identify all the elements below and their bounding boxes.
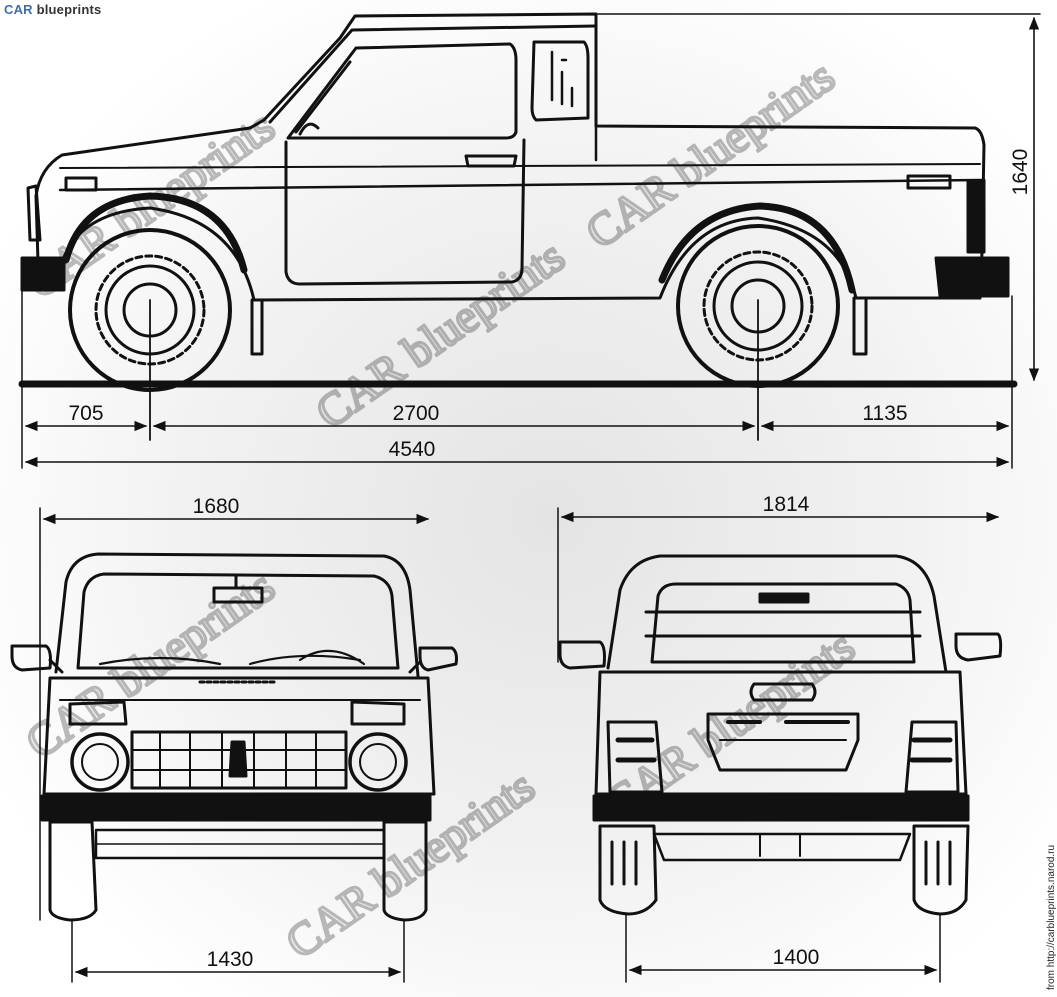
- right-turn-light: [350, 700, 406, 726]
- right-headlight-inner: [359, 743, 397, 781]
- rear-underbody: [652, 832, 912, 862]
- front-body: [42, 676, 436, 796]
- rear-left-mirror: [558, 640, 606, 670]
- front-marker: [64, 176, 98, 192]
- tailgate-handle: [749, 682, 817, 702]
- dim-rear-track: 1400: [773, 946, 820, 969]
- front-bumper-front: [40, 794, 432, 822]
- window-guard-bars: [644, 610, 922, 638]
- third-brake-light: [758, 592, 810, 604]
- right-mirror-arm: [408, 660, 422, 674]
- dim-overall-length: 4540: [389, 438, 436, 461]
- dim-wheelbase: 2700: [393, 402, 440, 425]
- dim-rear-width: 1814: [763, 493, 810, 516]
- dim-height: 1640: [1009, 149, 1032, 196]
- side-mirror: [298, 122, 320, 136]
- roof-line: [268, 24, 598, 124]
- rear-right-mirror: [954, 632, 1003, 662]
- a-pillar: [294, 60, 352, 134]
- left-tail-segments: [615, 737, 657, 763]
- rear-marker: [906, 174, 952, 190]
- grille-emblem: [228, 740, 248, 778]
- brand-blueprints: blueprints: [36, 2, 102, 17]
- side-view: 705 2700 1135 4540 1640: [18, 12, 1041, 469]
- rear-bumper: [934, 256, 1010, 298]
- right-mirror: [418, 646, 458, 672]
- brand-car: CAR: [4, 2, 33, 17]
- rear-mudflap: [852, 296, 868, 356]
- door: [284, 138, 526, 286]
- front-left-tire: [48, 820, 98, 922]
- brand-logo: CAR blueprints: [4, 2, 101, 17]
- front-wheel-arch: [62, 192, 248, 274]
- side-body-outline: [34, 12, 986, 302]
- left-mirror-arm: [48, 658, 64, 674]
- dim-rear-overhang: 1135: [862, 402, 907, 425]
- rear-cab-window: [650, 582, 916, 664]
- left-tail-light: [606, 720, 664, 794]
- left-mirror: [10, 644, 52, 672]
- rear-left-tire: [598, 824, 658, 916]
- belt-line: [59, 163, 981, 169]
- tail-light-side: [966, 178, 986, 254]
- license-plate-recess: [706, 712, 860, 772]
- door-handle: [464, 154, 518, 168]
- right-tail-light: [904, 720, 960, 794]
- right-tail-segments: [909, 737, 953, 763]
- side-window: [286, 42, 518, 140]
- front-grille: [130, 730, 348, 790]
- dim-front-track: 1430: [207, 948, 254, 971]
- watermark-text: CAR blueprints: [576, 50, 843, 258]
- rear-view: 1814 1400: [557, 493, 1003, 983]
- front-roof-outline: [54, 552, 420, 678]
- front-bumper: [20, 256, 66, 292]
- watermark-text: CAR blueprints: [276, 760, 543, 968]
- differential: [759, 833, 801, 857]
- rear-right-tread: [924, 840, 952, 886]
- body-crease: [58, 178, 982, 192]
- steering-wheel: [298, 649, 366, 666]
- wipers: [98, 654, 362, 666]
- left-headlight: [70, 732, 130, 792]
- rear-roof-outline: [606, 554, 948, 674]
- rear-cab-window: [530, 40, 590, 122]
- front-view: 1680: [10, 495, 458, 983]
- dim-front-overhang: 705: [68, 402, 103, 425]
- source-credit: from http://carblueprints.narod.ru: [1046, 844, 1057, 990]
- front-mudflap: [250, 298, 264, 356]
- rear-bumper-back: [592, 794, 970, 822]
- left-turn-light: [68, 700, 128, 726]
- window-marks: [550, 50, 574, 108]
- rear-right-tire: [912, 824, 970, 916]
- rearview-mirror: [212, 586, 264, 604]
- rear-left-tread: [610, 840, 638, 886]
- dim-front-width: 1680: [193, 495, 240, 518]
- watermark-text: CAR blueprints: [306, 230, 573, 438]
- rear-body: [594, 670, 968, 796]
- windshield: [76, 572, 400, 670]
- right-headlight: [348, 732, 408, 792]
- rear-wheel-arch: [658, 202, 856, 294]
- headlight-side: [26, 184, 42, 242]
- left-headlight-inner: [81, 743, 119, 781]
